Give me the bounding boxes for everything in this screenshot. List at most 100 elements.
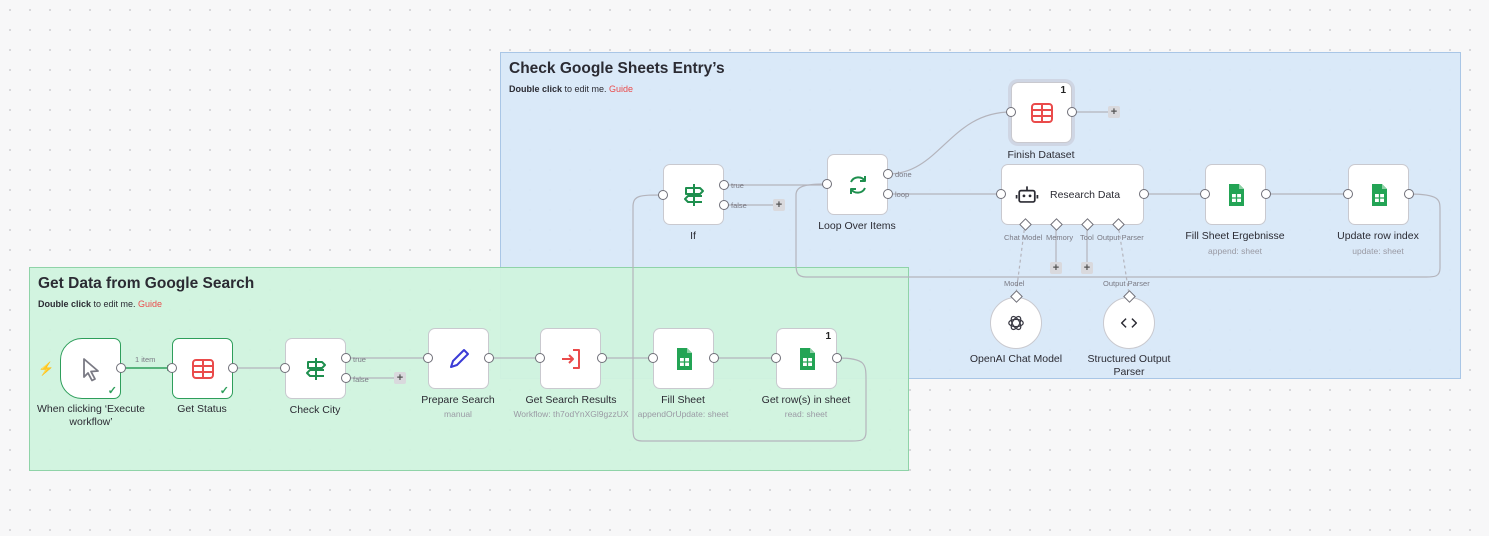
input-port[interactable]: [535, 353, 545, 363]
subport-label-memory: Memory: [1046, 233, 1074, 242]
google-sheets-icon: [1371, 183, 1387, 206]
node-structured-output-parser[interactable]: [1103, 297, 1155, 349]
node-label: Update row index: [1337, 230, 1419, 242]
node-openai-chat-model[interactable]: [990, 297, 1042, 349]
google-sheets-icon: [799, 347, 815, 370]
node-subtitle: append: sheet: [1208, 246, 1262, 256]
input-port[interactable]: [648, 353, 658, 363]
node-label: Get Search Results: [525, 394, 617, 406]
port-label-model: Model: [1004, 279, 1025, 288]
guide-link[interactable]: Guide: [609, 84, 634, 94]
sticky-title: Check Google Sheets Entry’s: [509, 60, 725, 77]
success-check-icon: ✓: [219, 385, 229, 397]
node-label: If: [690, 230, 696, 242]
node-if[interactable]: [663, 164, 724, 225]
node-get-search-results[interactable]: [540, 328, 601, 389]
robot-icon: [1015, 185, 1039, 203]
subport-label-tool: Tool: [1080, 233, 1094, 242]
input-port[interactable]: [658, 190, 668, 200]
edge-update-loop: [795, 183, 1441, 278]
node-fill-sheet[interactable]: [653, 328, 714, 389]
node-manual-trigger[interactable]: ✓: [60, 338, 121, 399]
input-port[interactable]: [822, 179, 832, 189]
node-subtitle: manual: [444, 409, 472, 419]
node-finish-dataset[interactable]: 1: [1011, 82, 1072, 143]
input-port[interactable]: [1006, 107, 1016, 117]
edge-getrows-if: [632, 194, 867, 442]
signpost-icon: [683, 183, 704, 206]
input-port[interactable]: [1200, 189, 1210, 199]
add-node-button[interactable]: +: [1108, 106, 1120, 118]
output-port[interactable]: [116, 363, 126, 373]
add-node-button[interactable]: +: [394, 372, 406, 384]
node-label: Finish Dataset: [1007, 149, 1075, 161]
output-port-done[interactable]: [883, 169, 893, 179]
node-get-status[interactable]: ✓: [172, 338, 233, 399]
node-loop-over-items[interactable]: [827, 154, 888, 215]
input-port[interactable]: [280, 363, 290, 373]
output-port[interactable]: [597, 353, 607, 363]
input-port[interactable]: [771, 353, 781, 363]
edge-loop-done: [887, 111, 1012, 175]
add-tool-button[interactable]: +: [1081, 262, 1093, 274]
output-port[interactable]: [1067, 107, 1077, 117]
output-port[interactable]: [228, 363, 238, 373]
port-label-output-parser: Output Parser: [1103, 279, 1150, 288]
edge-label-item-count: 1 item: [135, 355, 156, 364]
node-research-data[interactable]: Research Data: [1001, 164, 1144, 225]
input-port[interactable]: [167, 363, 177, 373]
output-port-false[interactable]: [719, 200, 729, 210]
subport-label-output-parser: Output Parser: [1097, 233, 1144, 242]
trigger-bolt-icon: ⚡: [38, 361, 55, 376]
node-prepare-search[interactable]: [428, 328, 489, 389]
pencil-icon: [449, 348, 469, 368]
node-fill-sheet-ergebnisse[interactable]: [1205, 164, 1266, 225]
add-node-button[interactable]: +: [773, 199, 785, 211]
edge-label-loop: loop: [895, 190, 910, 199]
output-port[interactable]: [484, 353, 494, 363]
table-icon: [1030, 102, 1053, 123]
output-port[interactable]: [832, 353, 842, 363]
node-update-row-index[interactable]: [1348, 164, 1409, 225]
output-port-true[interactable]: [341, 353, 351, 363]
node-label: Check City: [289, 404, 341, 416]
node-label: Research Data: [1050, 188, 1121, 201]
output-port[interactable]: [709, 353, 719, 363]
input-port[interactable]: [423, 353, 433, 363]
node-label: When clicking ‘Execute workflow’: [37, 403, 145, 428]
output-port[interactable]: [1139, 189, 1149, 199]
node-subtitle: Workflow: th7odYnXGl9gzzUX: [513, 409, 629, 419]
node-subtitle: update: sheet: [1352, 246, 1404, 256]
google-sheets-icon: [1228, 183, 1244, 206]
signpost-icon: [305, 357, 326, 380]
edge-label-done: done: [895, 170, 912, 179]
input-port[interactable]: [1343, 189, 1353, 199]
output-port[interactable]: [1261, 189, 1271, 199]
google-sheets-icon: [676, 347, 692, 370]
sticky-hint: Double click to edit me. Guide: [38, 299, 163, 309]
node-label: OpenAI Chat Model: [969, 353, 1063, 365]
edge-label-false: false: [353, 375, 369, 384]
add-memory-button[interactable]: +: [1050, 262, 1062, 274]
output-port[interactable]: [1404, 189, 1414, 199]
output-port-true[interactable]: [719, 180, 729, 190]
run-count-badge: 1: [825, 331, 831, 342]
input-port[interactable]: [996, 189, 1006, 199]
node-label: Structured Output Parser: [1087, 353, 1171, 378]
node-subtitle: appendOrUpdate: sheet: [637, 409, 729, 419]
node-get-rows[interactable]: 1: [776, 328, 837, 389]
output-port-false[interactable]: [341, 373, 351, 383]
guide-link[interactable]: Guide: [138, 299, 163, 309]
node-label: Fill Sheet: [661, 394, 705, 406]
sticky-hint: Double click to edit me. Guide: [509, 84, 634, 94]
run-count-badge: 1: [1060, 85, 1066, 96]
node-subtitle: read: sheet: [784, 409, 828, 419]
subport-label-chat-model: Chat Model: [1004, 233, 1043, 242]
node-check-city[interactable]: [285, 338, 346, 399]
table-icon: [191, 358, 214, 379]
openai-icon: [1008, 315, 1024, 331]
node-label: Loop Over Items: [818, 220, 896, 232]
node-label: Get row(s) in sheet: [761, 394, 851, 406]
output-port-loop[interactable]: [883, 189, 893, 199]
